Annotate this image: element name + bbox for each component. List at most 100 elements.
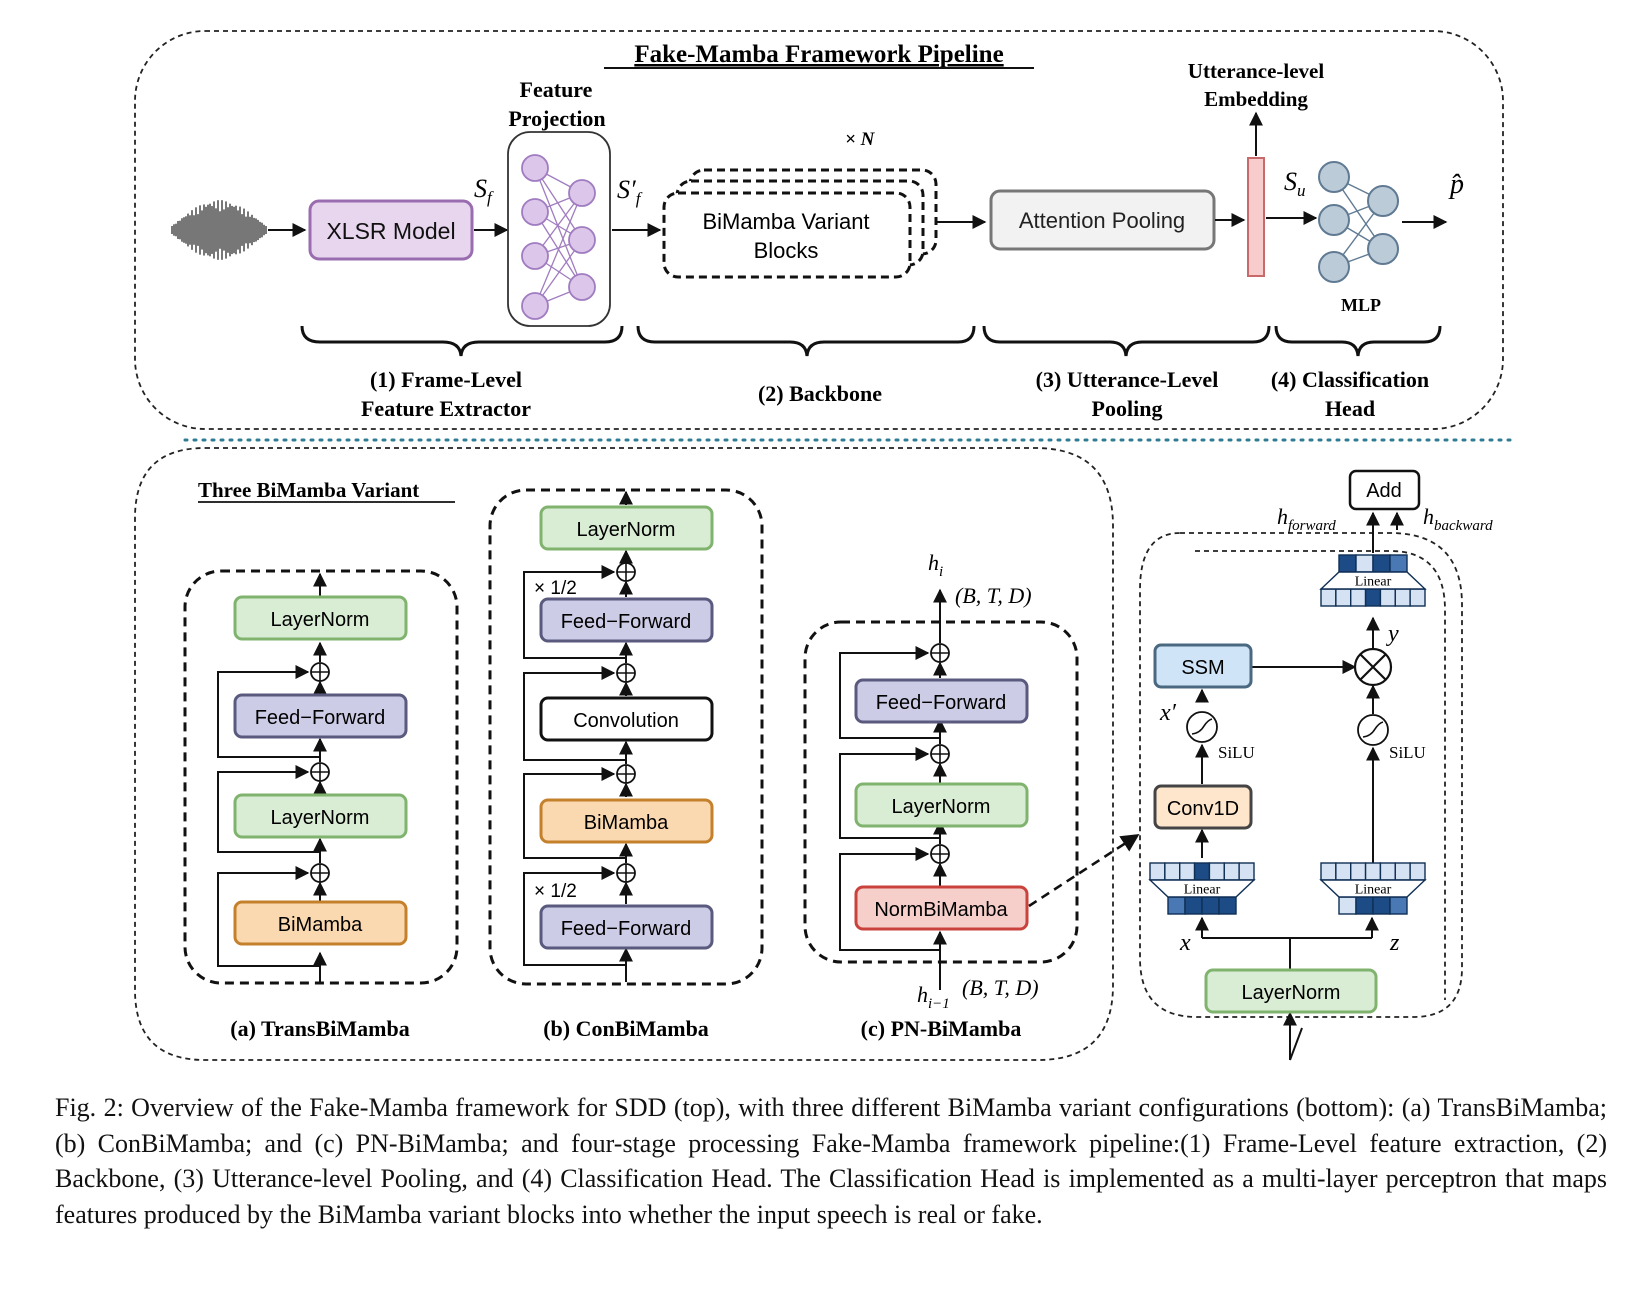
pnbimamba-caption: (c) PN-BiMamba bbox=[861, 1016, 1022, 1041]
con-feedforward-bottom bbox=[539, 904, 714, 950]
pn-normbimamba-label: NormBiMamba bbox=[874, 899, 1008, 921]
linear-cell bbox=[1409, 588, 1426, 607]
silu-icon-right bbox=[1357, 714, 1389, 746]
linear-trapezoid bbox=[1148, 879, 1256, 898]
con-feedforward-top-label: Feed−Forward bbox=[561, 611, 692, 633]
figure-diagram: Fake-Mamba Framework Pipeline XLSR Model… bbox=[134, 30, 1514, 1061]
transbimamba-adders bbox=[310, 662, 330, 883]
con-feedforward-top bbox=[539, 597, 714, 643]
linear-cell bbox=[1201, 896, 1220, 915]
feature-projection-network bbox=[521, 154, 596, 320]
projection-neuron bbox=[521, 292, 549, 320]
brace-stage2 bbox=[636, 325, 976, 357]
detail-z-label: z bbox=[1389, 930, 1400, 956]
trans-layernorm-top-label: LayerNorm bbox=[271, 609, 370, 631]
pipeline-panel bbox=[134, 30, 1504, 430]
linear-cell bbox=[1320, 588, 1337, 607]
detail-wiring bbox=[1195, 511, 1404, 1061]
variants-panel bbox=[134, 447, 1114, 1061]
conbimamba-wiring bbox=[523, 490, 633, 982]
projection-neuron bbox=[568, 273, 596, 301]
con-layernorm-label: LayerNorm bbox=[577, 519, 676, 541]
detail-y-label: y bbox=[1386, 621, 1399, 647]
linear-cell bbox=[1364, 588, 1382, 607]
linear-cell bbox=[1338, 896, 1357, 915]
linear-left: Linear bbox=[1148, 862, 1256, 915]
feature-projection-label-1: Feature bbox=[520, 77, 593, 102]
detail-add-label: Add bbox=[1366, 480, 1402, 502]
trans-layernorm-top bbox=[233, 595, 408, 641]
linear-cell bbox=[1389, 896, 1408, 915]
linear-cell bbox=[1350, 862, 1367, 881]
linear-cell bbox=[1379, 588, 1396, 607]
pn-feedforward-label: Feed−Forward bbox=[876, 692, 1007, 714]
mlp-label: MLP bbox=[1341, 295, 1381, 315]
attention-pooling-label: Attention Pooling bbox=[1019, 208, 1185, 233]
bimamba-variant-blocks-label-2: Blocks bbox=[754, 238, 819, 263]
pn-shape-bottom: (B, T, D) bbox=[962, 975, 1039, 1000]
con-convolution-label: Convolution bbox=[573, 710, 679, 732]
pn-feedforward bbox=[854, 678, 1029, 724]
pnbimamba-adders bbox=[930, 643, 950, 864]
transbimamba-wiring bbox=[217, 572, 327, 982]
con-layernorm bbox=[539, 505, 714, 551]
bimamba-variant-blocks bbox=[662, 191, 912, 279]
pipeline-title: Fake-Mamba Framework Pipeline bbox=[634, 41, 1003, 68]
linear-cell bbox=[1335, 862, 1352, 881]
silu-label-right: SiLU bbox=[1389, 743, 1426, 762]
trans-feedforward bbox=[233, 693, 408, 739]
sf-prime-label: S′f bbox=[617, 175, 643, 208]
detail-ssm-label: SSM bbox=[1181, 657, 1224, 679]
linear-cell bbox=[1167, 896, 1186, 915]
linear-label: Linear bbox=[1355, 575, 1392, 590]
stage3-label-1: (3) Utterance-Level bbox=[1036, 367, 1219, 392]
trans-layernorm-bottom-label: LayerNorm bbox=[271, 807, 370, 829]
silu-curve-left bbox=[1191, 718, 1213, 735]
trans-feedforward-label: Feed−Forward bbox=[255, 707, 386, 729]
linear-cell bbox=[1379, 862, 1396, 881]
detail-conv1d-block bbox=[1153, 784, 1253, 830]
linear-label: Linear bbox=[1355, 883, 1392, 898]
linear-cell bbox=[1364, 862, 1382, 881]
mlp-network bbox=[1318, 161, 1399, 283]
feature-projection-label-2: Projection bbox=[508, 106, 605, 131]
projection-connection bbox=[534, 167, 583, 288]
projection-neuron bbox=[521, 242, 549, 270]
linear-trapezoid bbox=[1319, 879, 1427, 898]
detail-x-label: x bbox=[1179, 930, 1191, 956]
bimamba-variant-blocks-label-1: BiMamba Variant bbox=[702, 209, 869, 234]
pn-shape-top: (B, T, D) bbox=[955, 583, 1032, 608]
detail-conv1d-label: Conv1D bbox=[1167, 798, 1239, 820]
silu-curve-right bbox=[1362, 721, 1384, 738]
figure-caption: Fig. 2: Overview of the Fake-Mamba frame… bbox=[55, 1093, 1607, 1229]
transbimamba-caption: (a) TransBiMamba bbox=[230, 1016, 409, 1041]
linear-cell bbox=[1320, 862, 1337, 881]
detail-ssm-block bbox=[1153, 643, 1253, 689]
times-n-label: × N bbox=[845, 129, 876, 150]
linear-cell bbox=[1149, 862, 1166, 881]
detail-add-block bbox=[1348, 469, 1421, 511]
detail-outer-frame bbox=[1139, 532, 1463, 1018]
linear-label: Linear bbox=[1184, 883, 1221, 898]
projection-connection bbox=[534, 167, 583, 241]
projection-neuron bbox=[521, 154, 549, 182]
stage4-label-1: (4) Classification bbox=[1271, 367, 1429, 392]
con-bimamba-label: BiMamba bbox=[584, 812, 669, 834]
linear-cell bbox=[1164, 862, 1181, 881]
linear-cell bbox=[1372, 554, 1391, 573]
detail-h-backward: hbackward bbox=[1423, 504, 1493, 534]
linear-cell bbox=[1394, 862, 1411, 881]
stage1-label-2: Feature Extractor bbox=[361, 396, 531, 421]
linear-cell bbox=[1223, 862, 1240, 881]
xlsr-model-block bbox=[308, 199, 474, 261]
xlsr-model-label: XLSR Model bbox=[326, 218, 455, 244]
conbimamba-frame bbox=[488, 488, 764, 986]
attention-pooling-block bbox=[989, 189, 1216, 251]
linear-cell bbox=[1338, 554, 1357, 573]
stage1-label-1: (1) Frame-Level bbox=[370, 367, 522, 392]
detail-layernorm-label: LayerNorm bbox=[1242, 982, 1341, 1004]
projection-neuron bbox=[568, 179, 596, 207]
detail-h-forward: hforward bbox=[1277, 504, 1336, 534]
projection-connection bbox=[534, 192, 583, 307]
projection-neuron bbox=[521, 198, 549, 226]
